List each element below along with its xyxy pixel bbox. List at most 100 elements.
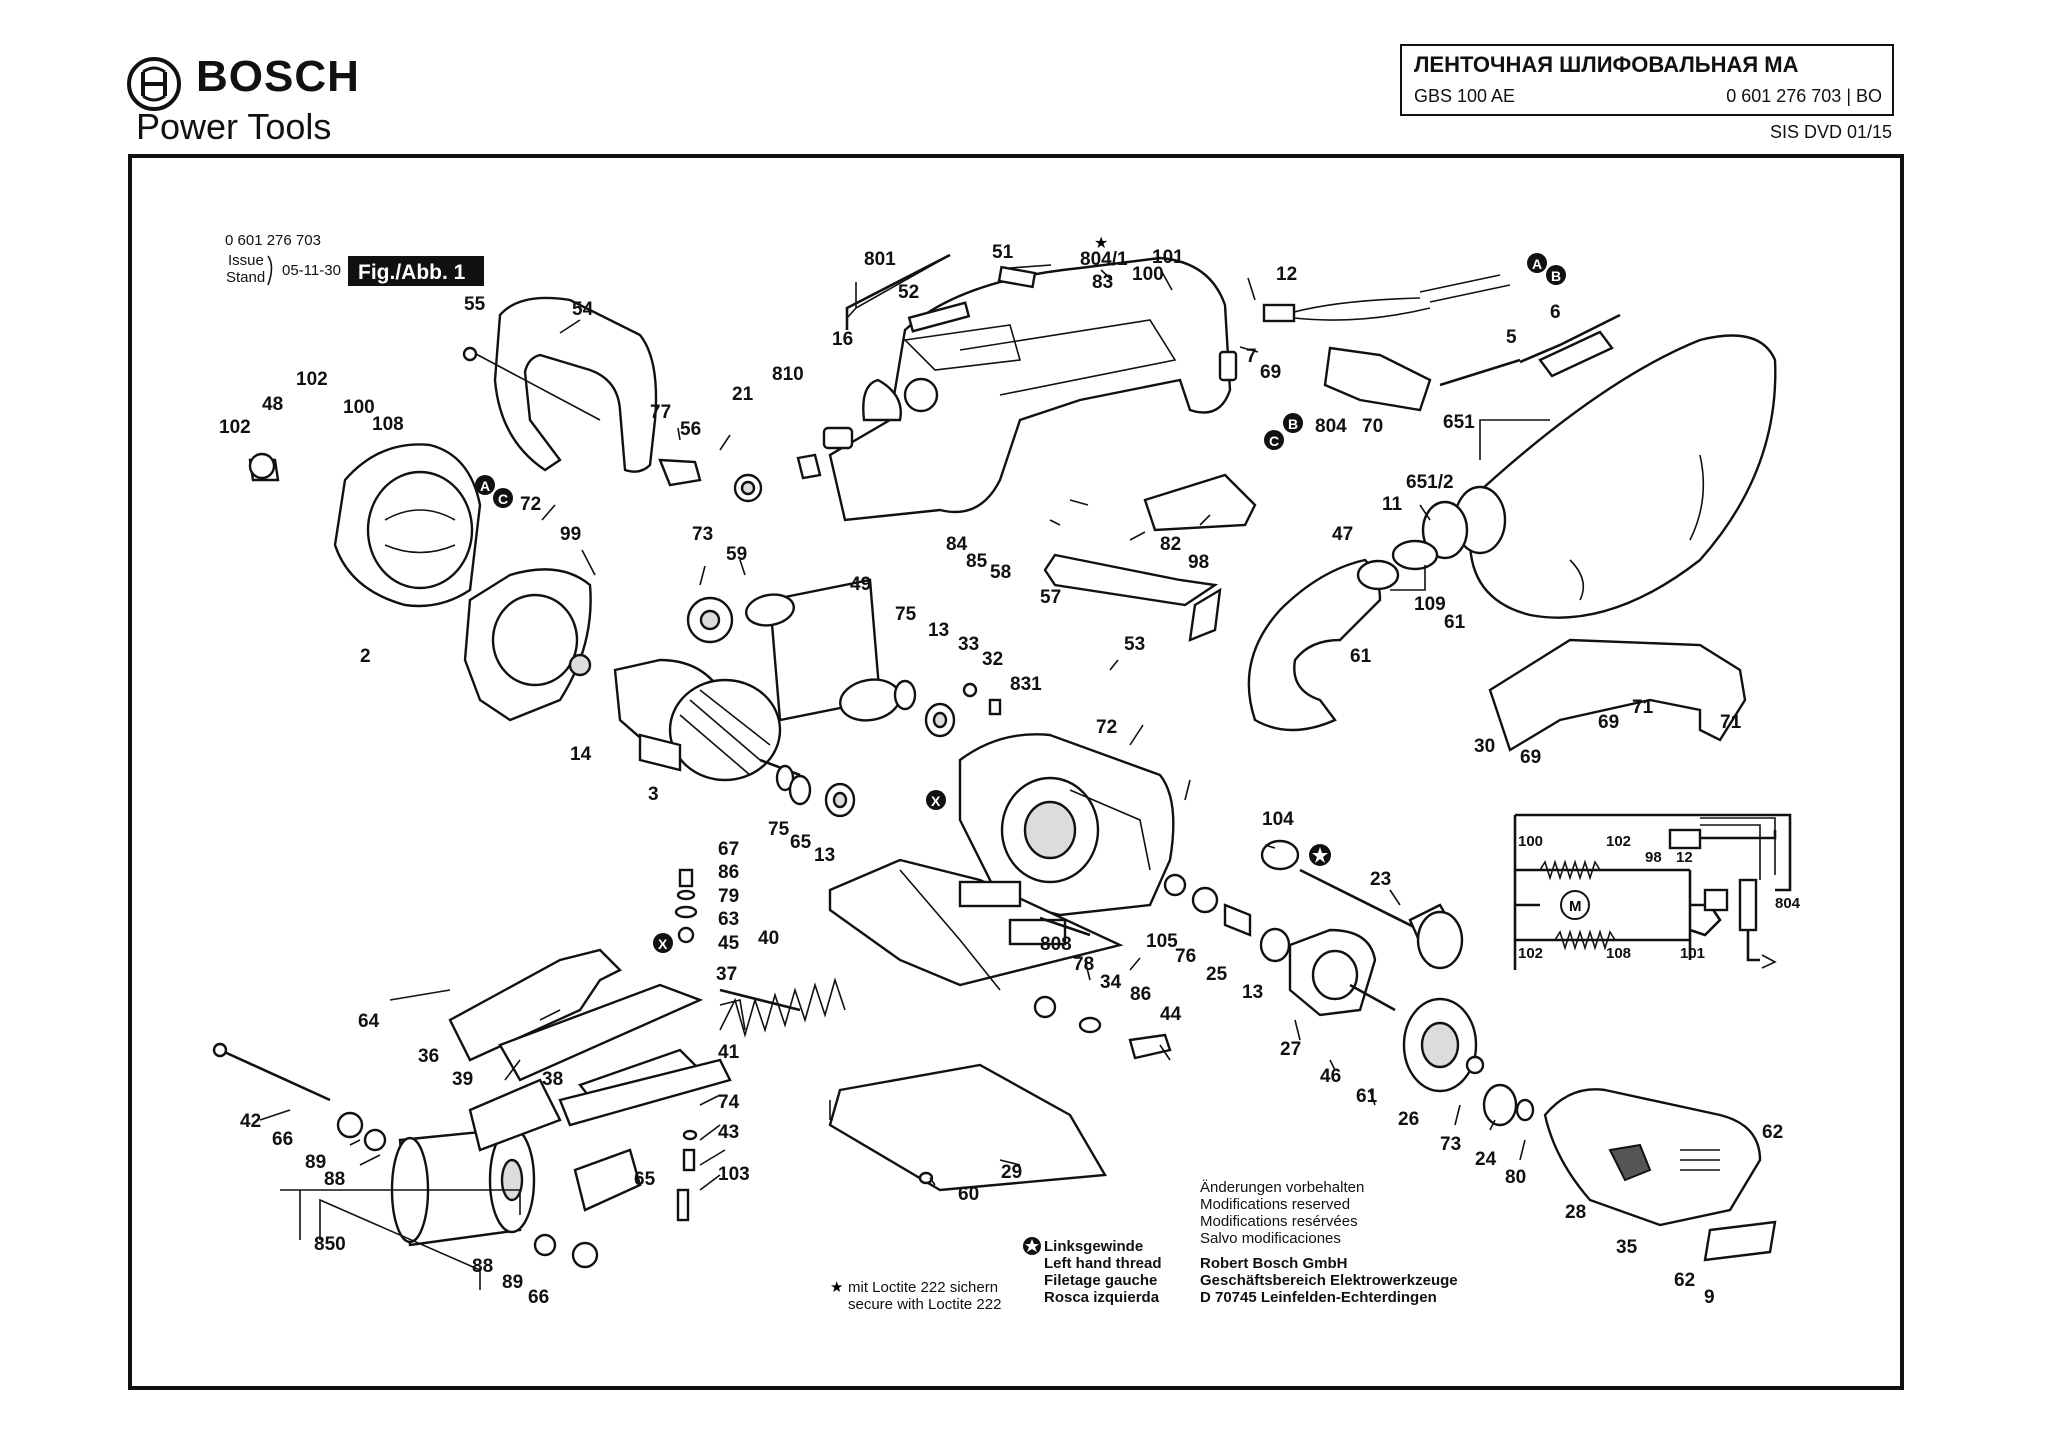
part-label-99: 99 (560, 524, 581, 545)
part-label-80: 80 (1505, 1167, 1526, 1188)
wiring-label-804: 804 (1775, 895, 1801, 912)
part-label-831: 831 (1010, 674, 1042, 695)
part-label-86-b: 86 (718, 862, 739, 883)
stator-drawing (248, 443, 482, 608)
armature-drawing (613, 658, 801, 782)
switch-assembly-drawing (1218, 274, 1621, 412)
part-label-69-c: 69 (1598, 712, 1619, 733)
marker-a-top (1527, 253, 1547, 273)
marker-b-right (1283, 413, 1303, 433)
part-label-6: 6 (1550, 302, 1561, 323)
front-handle-drawing (462, 296, 702, 487)
part-label-44: 44 (1160, 1004, 1182, 1025)
spring-drawing (719, 977, 846, 1038)
front-roller-drawing (212, 1042, 599, 1269)
part-label-77: 77 (650, 402, 671, 423)
marker-x-upper (926, 790, 946, 810)
part-label-88-a: 88 (324, 1169, 345, 1190)
motor-symbol: M (1569, 898, 1582, 915)
note-modifications-de: Änderungen vorbehalten (1200, 1179, 1364, 1196)
part-label-801: 801 (864, 249, 896, 270)
part-label-61-a: 61 (1444, 612, 1466, 633)
note-filetage-gauche: Filetage gauche (1044, 1272, 1157, 1289)
part-label-101-top: 101 (1152, 247, 1184, 268)
part-label-102-b: 102 (219, 417, 251, 438)
part-label-58: 58 (990, 562, 1011, 583)
part-label-29: 29 (1001, 1162, 1022, 1183)
small-hardware-upper (775, 679, 1002, 818)
part-label-61-c: 61 (1356, 1086, 1378, 1107)
wiring-diagram: M (1513, 813, 1792, 970)
part-label-40: 40 (758, 928, 779, 949)
part-label-76: 76 (1175, 946, 1196, 967)
part-label-54: 54 (572, 299, 594, 320)
part-label-70: 70 (1362, 416, 1383, 437)
part-label-89-a: 89 (305, 1152, 326, 1173)
svg-text:C: C (498, 491, 508, 507)
part-label-85: 85 (966, 551, 988, 572)
part-label-65-a: 65 (790, 832, 812, 853)
part-label-83: 83 (1092, 272, 1113, 293)
part-label-59: 59 (726, 544, 747, 565)
leader-lines (259, 253, 1550, 1290)
part-label-98-a: 98 (1188, 552, 1209, 573)
part-label-47: 47 (1332, 524, 1353, 545)
issue-word: Issue (228, 252, 264, 269)
part-label-102-a: 102 (296, 369, 328, 390)
wiring-label-101: 101 (1680, 945, 1705, 962)
part-label-109: 109 (1414, 594, 1446, 615)
part-label-24: 24 (1475, 1149, 1497, 1170)
model-name: GBS 100 AE (1414, 86, 1516, 106)
part-label-88-b: 88 (472, 1256, 493, 1277)
svg-text:A: A (1532, 256, 1542, 272)
note-left-hand-thread: Left hand thread (1044, 1255, 1162, 1272)
part-label-89-b: 89 (502, 1272, 523, 1293)
part-label-72-b: 72 (1096, 717, 1117, 738)
part-label-60: 60 (958, 1184, 979, 1205)
sheet-header: BOSCH Power Tools ЛЕНТОЧНАЯ ШЛИФОВАЛЬНАЯ… (0, 0, 2048, 150)
note-linksgewinde: Linksgewinde (1044, 1238, 1143, 1255)
part-label-38: 38 (542, 1069, 563, 1090)
part-label-34: 34 (1100, 972, 1122, 993)
part-label-850: 850 (314, 1234, 346, 1255)
part-label-82: 82 (1160, 534, 1181, 555)
part-label-35: 35 (1616, 1237, 1638, 1258)
reference-markers: A B C B A C X X ★ (475, 233, 1566, 953)
note-loctite-en: secure with Loctite 222 (848, 1296, 1001, 1313)
part-label-73-a: 73 (692, 524, 713, 545)
part-label-651: 651 (1443, 412, 1475, 433)
part-label-65-b: 65 (634, 1169, 656, 1190)
drive-shaft-drawing (1163, 839, 1535, 1127)
part-label-51: 51 (992, 242, 1014, 263)
part-label-41: 41 (718, 1042, 740, 1063)
part-label-53: 53 (1124, 634, 1145, 655)
part-label-55: 55 (464, 294, 486, 315)
part-label-43: 43 (718, 1122, 739, 1143)
company-address: D 70745 Leinfelden-Echterdingen (1200, 1289, 1437, 1306)
belt-cover-drawing (1543, 1088, 1777, 1262)
part-label-103: 103 (718, 1164, 750, 1185)
product-title: ЛЕНТОЧНАЯ ШЛИФОВАЛЬНАЯ МА (1414, 52, 1799, 77)
part-label-105: 105 (1146, 931, 1178, 952)
part-label-74: 74 (718, 1092, 740, 1113)
part-label-48: 48 (262, 394, 283, 415)
svg-text:X: X (658, 936, 668, 952)
part-label-13-c: 13 (1242, 982, 1263, 1003)
part-label-25: 25 (1206, 964, 1228, 985)
part-label-42: 42 (240, 1111, 261, 1132)
part-label-84: 84 (946, 534, 968, 555)
marker-a-left (475, 475, 495, 495)
part-label-71-a: 71 (1632, 697, 1654, 718)
part-label-57: 57 (1040, 587, 1061, 608)
part-label-32: 32 (982, 649, 1003, 670)
wiring-label-102-bottom: 102 (1518, 945, 1543, 962)
company-division: Geschäftsbereich Elektrowerkzeuge (1200, 1272, 1458, 1289)
part-label-45: 45 (718, 933, 740, 954)
part-label-64: 64 (358, 1011, 380, 1032)
note-modifications-es: Salvo modificaciones (1200, 1230, 1341, 1247)
note-loctite-de: mit Loctite 222 sichern (848, 1279, 998, 1296)
issue-date: 05-11-30 (282, 262, 341, 279)
part-label-78: 78 (1073, 954, 1094, 975)
marker-x-lower (653, 933, 673, 953)
